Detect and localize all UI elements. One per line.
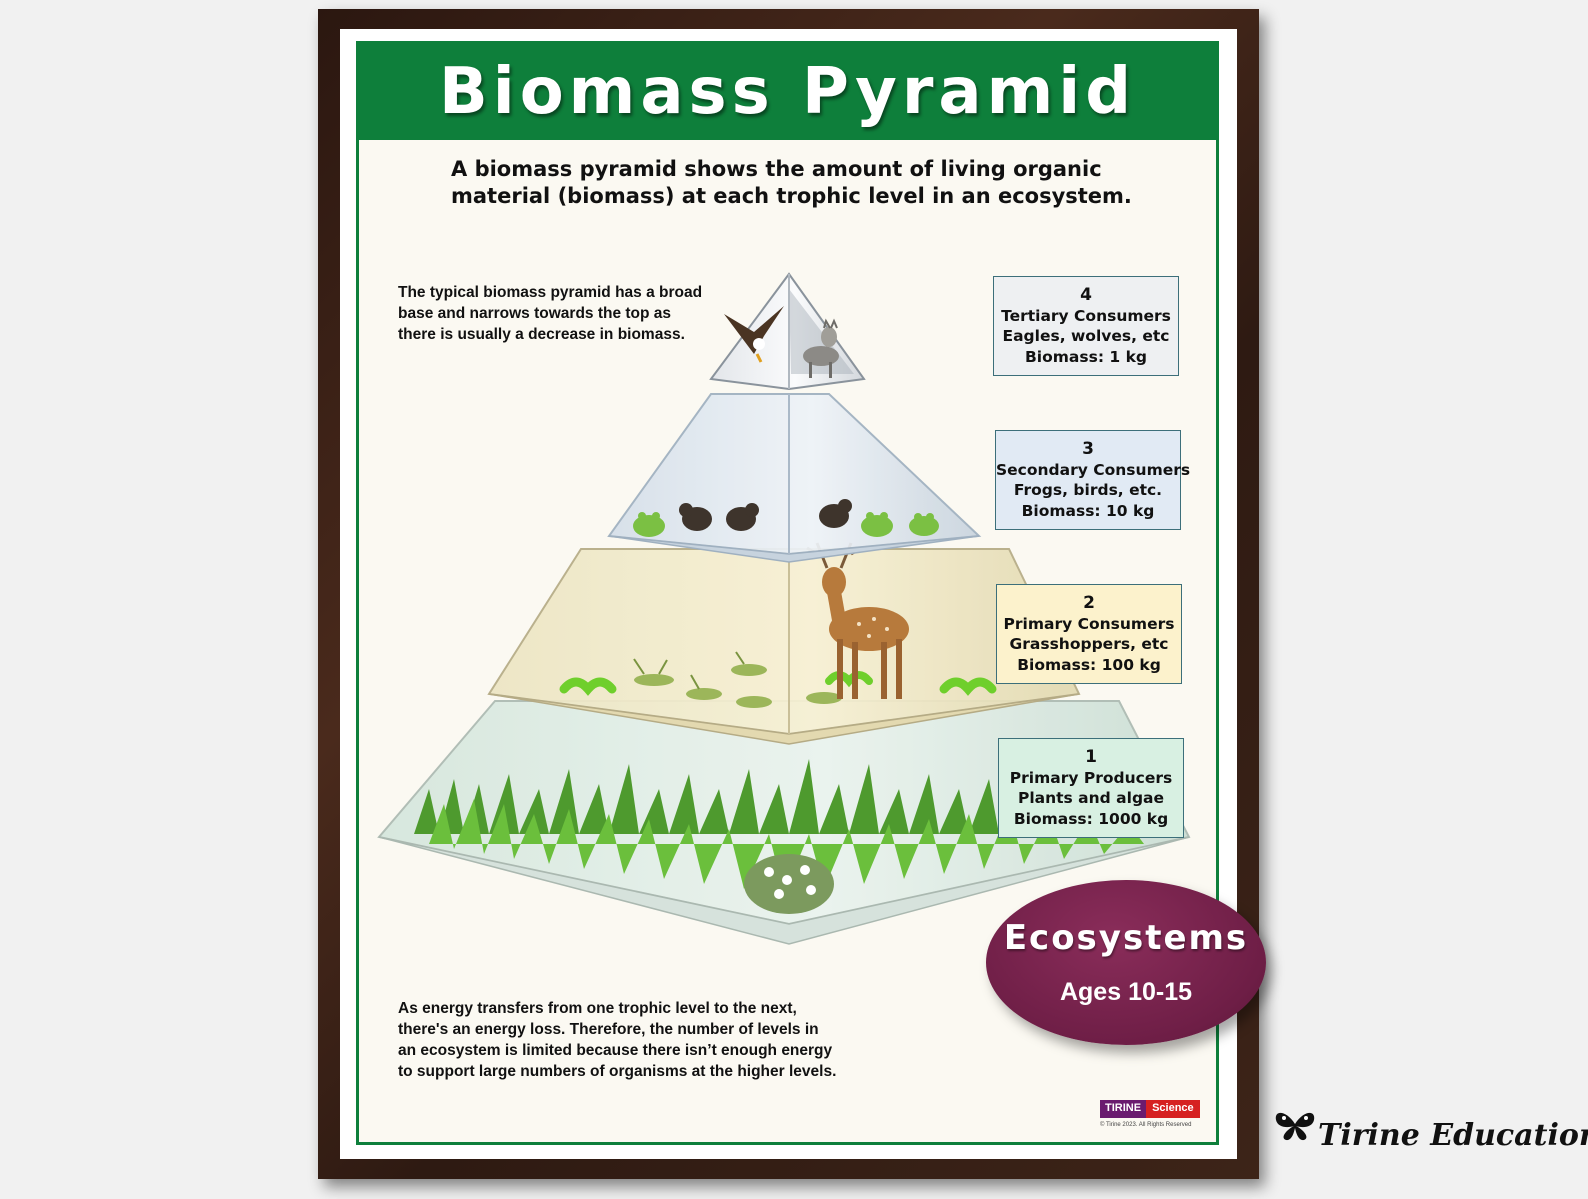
level-biomass: Biomass: 10 kg (1021, 501, 1155, 520)
biomass-pyramid-illustration (377, 272, 1191, 945)
pyramid-level-4 (709, 272, 866, 391)
level-number: 4 (1080, 285, 1092, 305)
copyright-text: © Tirine 2023. All Rights Reserved (1100, 1122, 1192, 1128)
level-biomass: Biomass: 100 kg (1017, 655, 1161, 674)
brand-logo-left: TIRINE (1100, 1100, 1147, 1118)
bird-icon (679, 499, 852, 531)
frog-icon (633, 512, 939, 537)
level-biomass: Biomass: 1 kg (1024, 347, 1148, 366)
level-biomass: Biomass: 1000 kg (1013, 809, 1169, 828)
energy-note: As energy transfers from one trophic lev… (398, 1000, 837, 1080)
level-box-2: 2 Primary Consumers Grasshoppers, etc Bi… (996, 584, 1182, 684)
brand-logo: TIRINE Science (1100, 1100, 1200, 1118)
grasshopper-icon (633, 651, 842, 708)
level-name: Primary Consumers (1003, 614, 1175, 633)
eagle-icon (724, 306, 784, 363)
level-examples: Frogs, birds, etc. (1013, 481, 1163, 499)
signature: Tirine Education (1318, 1118, 1588, 1153)
level-name: Secondary Consumers (996, 460, 1191, 479)
poster-mat: Biomass Pyramid A biomass pyramid shows … (340, 29, 1266, 1159)
intro-text: A biomass pyramid shows the amount of li… (451, 157, 1132, 208)
level-number: 1 (1085, 747, 1097, 767)
level-number: 2 (1083, 593, 1095, 613)
poster-frame: Biomass Pyramid A biomass pyramid shows … (318, 9, 1266, 1179)
level-name: Tertiary Consumers (1001, 306, 1171, 325)
pyramid-level-3 (607, 393, 982, 563)
badge-title: Ecosystems (1003, 918, 1249, 958)
level-box-1: 1 Primary Producers Plants and algae Bio… (998, 738, 1184, 838)
grass-icon (414, 759, 1154, 894)
poster: Biomass Pyramid A biomass pyramid shows … (356, 41, 1266, 1145)
butterfly-icon (1275, 1112, 1315, 1141)
pyramid-level-2 (487, 542, 1081, 745)
ecosystems-badge: Ecosystems Ages 10-15 (986, 880, 1266, 1045)
level-name: Primary Producers (1009, 768, 1173, 787)
level-box-4: 4 Tertiary Consumers Eagles, wolves, etc… (993, 276, 1179, 376)
page-title: Biomass Pyramid (438, 55, 1137, 129)
pyramid-level-1 (377, 700, 1191, 945)
flower-icon (744, 854, 834, 914)
caterpillar-icon (559, 671, 997, 696)
level-box-3: 3 Secondary Consumers Frogs, birds, etc.… (995, 430, 1191, 530)
level-examples: Grasshoppers, etc (1009, 635, 1169, 653)
level-examples: Plants and algae (1017, 789, 1165, 807)
level-number: 3 (1082, 439, 1094, 459)
wolf-icon (803, 318, 839, 378)
pyramid-note: The typical biomass pyramid has a broad … (398, 284, 703, 343)
title-bar: Biomass Pyramid (359, 44, 1216, 140)
badge-subtitle: Ages 10-15 (1059, 978, 1193, 1006)
level-examples: Eagles, wolves, etc (1002, 327, 1170, 345)
brand-logo-right: Science (1146, 1100, 1200, 1118)
